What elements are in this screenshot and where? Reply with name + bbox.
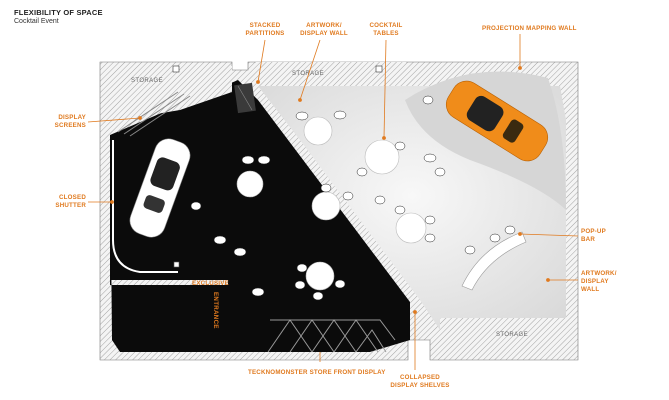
storage-bottom-right bbox=[440, 318, 570, 358]
label-projection-mapping-wall: PROJECTION MAPPING WALL bbox=[482, 25, 577, 32]
storage-top-left bbox=[103, 66, 232, 122]
shutter-curve bbox=[112, 140, 178, 273]
storage-label-top-left: STORAGE bbox=[131, 78, 163, 84]
storage-label-bottom-right: STORAGE bbox=[496, 332, 528, 338]
label-artwork-display-wall-right: ARTWORK/ DISPLAY WALL bbox=[581, 270, 617, 293]
label-store-front-display: TECKNOMONSTER STORE FRONT DISPLAY bbox=[248, 369, 386, 376]
white-car bbox=[129, 138, 191, 238]
label-entrance: ENTRANCE bbox=[212, 292, 219, 329]
orange-car bbox=[445, 80, 549, 162]
leader-lines bbox=[87, 34, 579, 370]
label-pop-up-bar: POP-UP BAR bbox=[581, 228, 606, 243]
page-subtitle: Cocktail Event bbox=[14, 18, 59, 25]
storage-top-mid bbox=[256, 62, 406, 84]
projection-backdrop bbox=[405, 71, 566, 210]
label-closed-shutter: CLOSED SHUTTER bbox=[55, 194, 86, 209]
page-title: FLEXIBILITY OF SPACE bbox=[14, 8, 103, 17]
store-front-display bbox=[267, 319, 396, 353]
label-exclusive: EXCLUSIVE bbox=[192, 280, 229, 287]
label-display-screens: DISPLAY SCREENS bbox=[54, 114, 86, 129]
pop-up-bar bbox=[461, 231, 527, 291]
label-artwork-display-wall-top: ARTWORK/ DISPLAY WALL bbox=[300, 22, 348, 37]
storage-label-top-mid: STORAGE bbox=[292, 71, 324, 77]
label-cocktail-tables: COCKTAIL TABLES bbox=[369, 22, 403, 37]
people-figures bbox=[190, 95, 516, 301]
cocktail-tables bbox=[236, 116, 427, 291]
label-stacked-partitions: STACKED PARTITIONS bbox=[245, 22, 285, 37]
label-collapsed-display-shelves: COLLAPSED DISPLAY SHELVES bbox=[390, 374, 450, 389]
stacked-partitions bbox=[234, 82, 256, 114]
dark-floor-left bbox=[110, 135, 228, 352]
display-screens bbox=[117, 91, 191, 137]
